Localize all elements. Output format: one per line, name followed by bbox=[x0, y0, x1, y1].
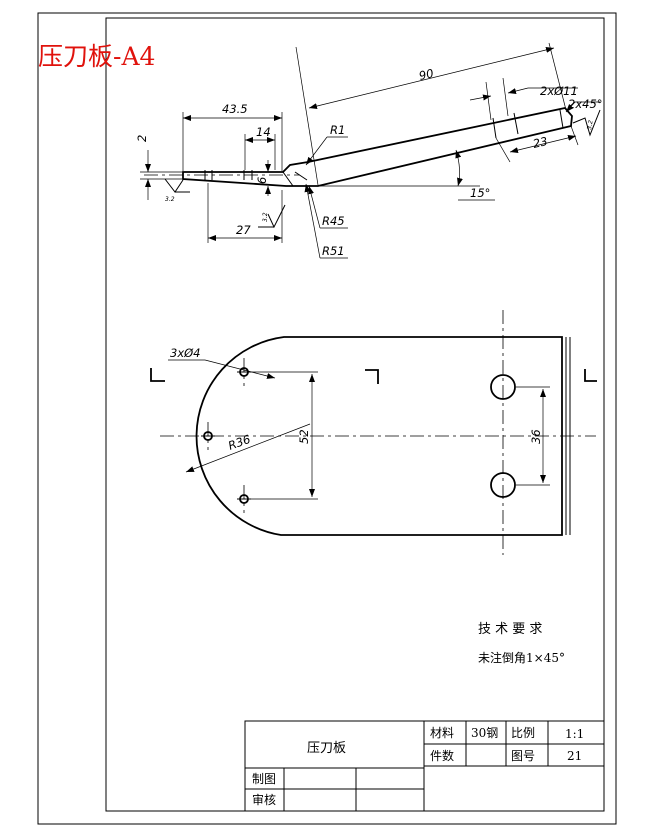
dim-27: 27 bbox=[236, 223, 251, 237]
dim-3x-d4: 3xØ4 bbox=[170, 346, 201, 360]
dim-r36: R36 bbox=[226, 432, 252, 453]
dim-52: 52 bbox=[297, 429, 311, 444]
tb-drawing-no-label: 图号 bbox=[511, 749, 535, 763]
title-block: 压刀板 材料 30钢 比例 1:1 件数 图号 21 制图 审核 bbox=[244, 720, 605, 812]
dim-43-5: 43.5 bbox=[222, 102, 248, 116]
roughness-mid: 3.2 bbox=[262, 212, 269, 222]
plan-outline bbox=[195, 336, 563, 536]
dim-15-deg: 15° bbox=[470, 186, 490, 200]
tb-drawn-label: 制图 bbox=[252, 772, 276, 786]
dim-90: 90 bbox=[418, 66, 435, 83]
tb-drawing-no-value: 21 bbox=[567, 749, 582, 763]
hole-large-top bbox=[490, 374, 516, 400]
plan-view: 3xØ4 R36 52 36 bbox=[150, 310, 597, 555]
tb-checked-label: 审核 bbox=[252, 792, 276, 807]
tb-part-name: 压刀板 bbox=[307, 741, 346, 756]
inner-frame bbox=[105, 17, 605, 812]
dim-r45: R45 bbox=[322, 214, 345, 228]
dim-r1: R1 bbox=[330, 123, 345, 137]
outer-border bbox=[37, 12, 617, 825]
dim-36: 36 bbox=[529, 429, 543, 444]
dim-r51: R51 bbox=[322, 244, 345, 258]
dim-23: 23 bbox=[532, 134, 549, 151]
roughness-left: 3.2 bbox=[165, 196, 175, 203]
side-view: 43.5 14 2 3.2 6 27 3.2 90 bbox=[135, 42, 603, 259]
tb-material-label: 材料 bbox=[430, 726, 454, 740]
tb-scale-value: 1:1 bbox=[565, 727, 584, 741]
hole-large-bottom bbox=[490, 472, 516, 498]
notes-line1: 未注倒角1×45° bbox=[478, 650, 565, 665]
dim-2x-d11: 2xØ11 bbox=[540, 84, 578, 98]
tb-count-label: 件数 bbox=[430, 748, 454, 763]
tb-scale-label: 比例 bbox=[511, 726, 535, 740]
dim-2: 2 bbox=[135, 135, 149, 142]
tb-material-value: 30钢 bbox=[471, 726, 498, 740]
sheet-title: 压刀板-A4 bbox=[38, 42, 155, 71]
dim-6: 6 bbox=[255, 177, 269, 184]
side-view-outline bbox=[182, 107, 573, 187]
dim-2x45: 2x45° bbox=[568, 97, 603, 111]
notes-title: 技 术 要 求 bbox=[478, 622, 542, 637]
dim-14: 14 bbox=[256, 125, 271, 139]
roughness-right: 3.2 bbox=[586, 120, 595, 131]
